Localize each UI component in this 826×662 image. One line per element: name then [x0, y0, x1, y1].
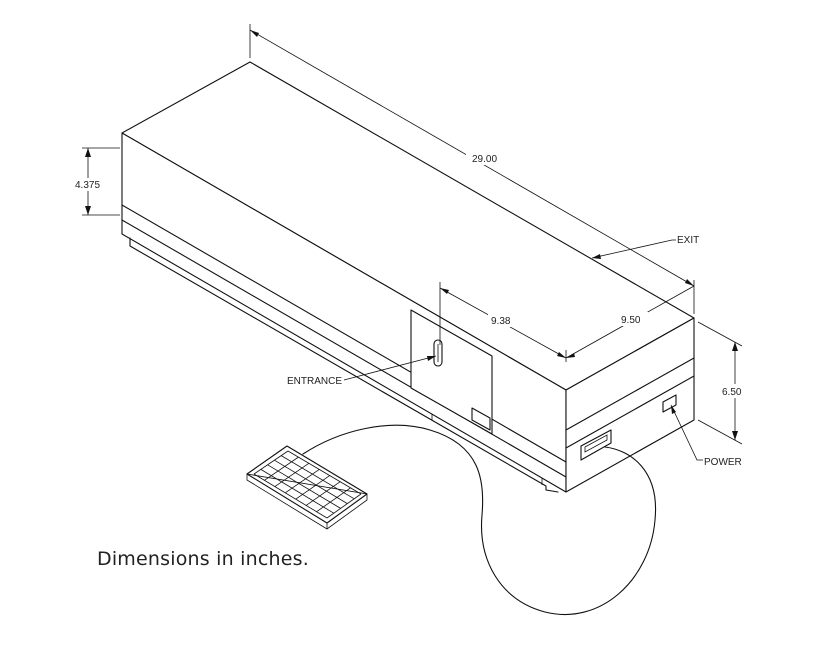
keyboard-key-row-line [287, 450, 362, 495]
keyboard-key-column-line [305, 481, 341, 506]
keyboard-key-column-line [326, 493, 362, 519]
keyboard-key-row-line [253, 473, 328, 519]
keyboard-key-column-line [316, 487, 351, 513]
entrance-callout: ENTRANCE [287, 355, 437, 387]
exit-callout: EXIT [591, 235, 699, 259]
dimension-upper-height: 4.375 [73, 147, 120, 216]
keyboard-key-row-line [280, 455, 355, 500]
keyboard [246, 445, 368, 530]
power-label: POWER [704, 457, 742, 468]
keyboard-key-row-line [260, 469, 335, 514]
keyboard-key-column-line [274, 462, 310, 487]
keyboard-keys [253, 450, 362, 519]
keyboard-key-column-line [285, 469, 320, 494]
right-height-label: 6.50 [722, 387, 742, 398]
dimension-length: 29.00 [249, 24, 695, 314]
entrance-width-label: 9.38 [491, 316, 511, 327]
dimension-exit-width: 9.50 [565, 285, 695, 362]
dimension-entrance-width: 9.38 [439, 282, 567, 359]
device-housing [121, 61, 695, 493]
exit-slot [580, 429, 612, 461]
exit-width-label: 9.50 [621, 315, 641, 326]
length-label: 29.00 [472, 154, 497, 165]
keyboard-key-column-line [264, 456, 299, 481]
power-switch [662, 394, 677, 413]
keyboard-cable [302, 424, 657, 616]
end-face-details [580, 394, 677, 461]
dimensions-caption: Dimensions in inches. [97, 548, 309, 570]
keyboard-key-row-line [267, 464, 341, 509]
dimension-right-height: 6.50 [697, 321, 750, 445]
keyboard-body [246, 445, 368, 524]
upper-height-label: 4.375 [75, 180, 100, 191]
keyboard-key-row-line [274, 459, 348, 504]
entrance-door [410, 309, 493, 435]
keyboard-key-column-line [295, 475, 330, 500]
keyboard-key-column-line [253, 450, 289, 475]
entrance-label: ENTRANCE [287, 376, 342, 387]
entrance-sensor-window [471, 407, 491, 431]
exit-label: EXIT [677, 235, 699, 246]
power-callout: POWER [670, 404, 742, 468]
entrance-door-panel [410, 309, 493, 435]
